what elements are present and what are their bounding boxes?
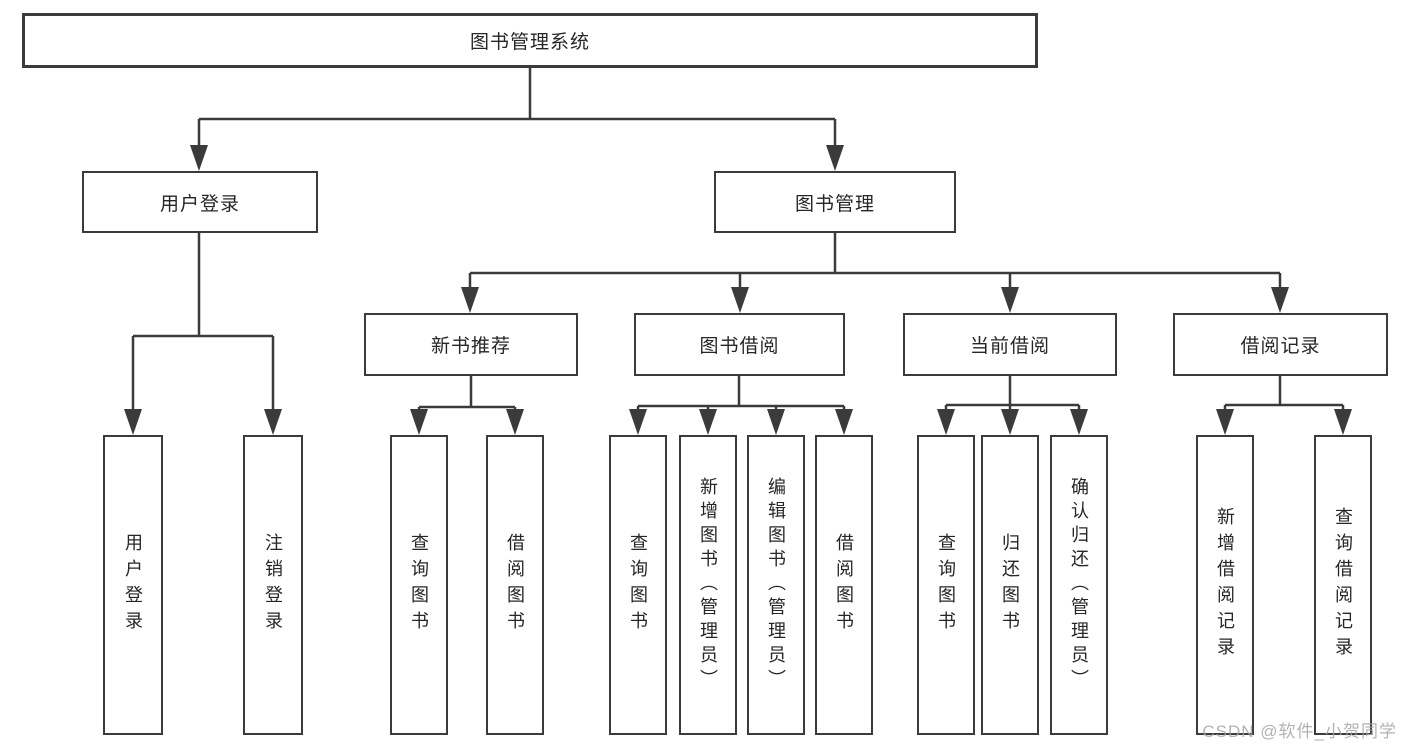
edge-new-book-rec-subtree: [417, 376, 517, 412]
arrowhead-icon: [835, 409, 853, 435]
node-leaf-logout: 注销登录: [243, 435, 303, 735]
node-leaf-cb-query-book: 查询图书: [917, 435, 975, 735]
node-leaf-br-add-record: 新增借阅记录: [1196, 435, 1254, 735]
node-leaf-nr-query-book-label: 查询图书: [409, 533, 429, 637]
node-user-login: 用户登录: [82, 171, 318, 233]
edge-current-borrow-subtree: [944, 376, 1081, 412]
node-book-mgmt-label: 图书管理: [794, 193, 875, 215]
node-leaf-bb-add-book-label: 新增图书（管理员）: [698, 477, 718, 693]
node-leaf-cb-confirm-return-label: 确认归还（管理员）: [1069, 477, 1089, 693]
arrowhead-icon: [731, 287, 749, 313]
node-borrow-records: 借阅记录: [1173, 313, 1388, 376]
node-leaf-cb-return-book: 归还图书: [981, 435, 1039, 735]
arrowhead-icon: [1271, 287, 1289, 313]
arrowhead-icon: [124, 409, 142, 435]
node-current-borrow-label: 当前借阅: [969, 336, 1050, 357]
node-leaf-cb-return-book-label: 归还图书: [1000, 533, 1020, 637]
node-book-borrow-label: 图书借阅: [699, 336, 780, 357]
node-leaf-nr-borrow-book-label: 借阅图书: [505, 533, 525, 637]
node-leaf-bb-edit-book: 编辑图书（管理员）: [747, 435, 805, 735]
node-book-mgmt: 图书管理: [714, 171, 956, 233]
watermark: CSDN @软件_小贺同学: [1202, 722, 1397, 741]
node-leaf-br-query-record: 查询借阅记录: [1314, 435, 1372, 735]
node-leaf-cb-query-book-label: 查询图书: [936, 533, 956, 637]
arrowhead-icon: [461, 287, 479, 313]
edge-user-login-subtree: [131, 233, 275, 411]
edge-root-to-level2: [197, 68, 837, 147]
arrowhead-icon: [699, 409, 717, 435]
arrowhead-icon: [629, 409, 647, 435]
node-borrow-records-label: 借阅记录: [1240, 336, 1321, 357]
node-root-label: 图书管理系统: [469, 32, 590, 53]
node-leaf-user-login: 用户登录: [103, 435, 163, 735]
arrowhead-icon: [826, 145, 844, 171]
node-leaf-nr-query-book: 查询图书: [390, 435, 448, 735]
node-leaf-bb-query-book: 查询图书: [609, 435, 667, 735]
edge-borrow-records-subtree: [1223, 376, 1345, 412]
node-leaf-br-add-record-label: 新增借阅记录: [1215, 507, 1235, 663]
arrowhead-icon: [1070, 409, 1088, 435]
node-root: 图书管理系统: [22, 13, 1038, 68]
node-book-borrow: 图书借阅: [634, 313, 845, 376]
node-leaf-br-query-record-label: 查询借阅记录: [1333, 507, 1353, 663]
node-leaf-logout-label: 注销登录: [263, 533, 283, 637]
node-leaf-cb-confirm-return: 确认归还（管理员）: [1050, 435, 1108, 735]
node-leaf-bb-borrow-book-label: 借阅图书: [834, 533, 854, 637]
node-user-login-label: 用户登录: [159, 193, 240, 215]
node-current-borrow: 当前借阅: [903, 313, 1117, 376]
node-leaf-nr-borrow-book: 借阅图书: [486, 435, 544, 735]
arrowhead-icon: [937, 409, 955, 435]
node-leaf-bb-add-book: 新增图书（管理员）: [679, 435, 737, 735]
arrowhead-icon: [1001, 287, 1019, 313]
node-leaf-bb-query-book-label: 查询图书: [628, 533, 648, 637]
arrowhead-icon: [1216, 409, 1234, 435]
node-new-book-rec: 新书推荐: [364, 313, 578, 376]
node-new-book-rec-label: 新书推荐: [430, 336, 511, 357]
node-leaf-bb-edit-book-label: 编辑图书（管理员）: [766, 477, 786, 693]
arrowhead-icon: [264, 409, 282, 435]
arrowheads: [124, 145, 1352, 435]
edge-book-borrow-subtree: [636, 376, 846, 412]
arrowhead-icon: [506, 409, 524, 435]
node-leaf-user-login-label: 用户登录: [123, 533, 143, 637]
arrowhead-icon: [1334, 409, 1352, 435]
node-leaf-bb-borrow-book: 借阅图书: [815, 435, 873, 735]
edge-book-mgmt-to-level3: [468, 233, 1282, 289]
arrowhead-icon: [410, 409, 428, 435]
arrowhead-icon: [190, 145, 208, 171]
arrowhead-icon: [1001, 409, 1019, 435]
connector-lines: [131, 68, 1345, 412]
arrowhead-icon: [767, 409, 785, 435]
